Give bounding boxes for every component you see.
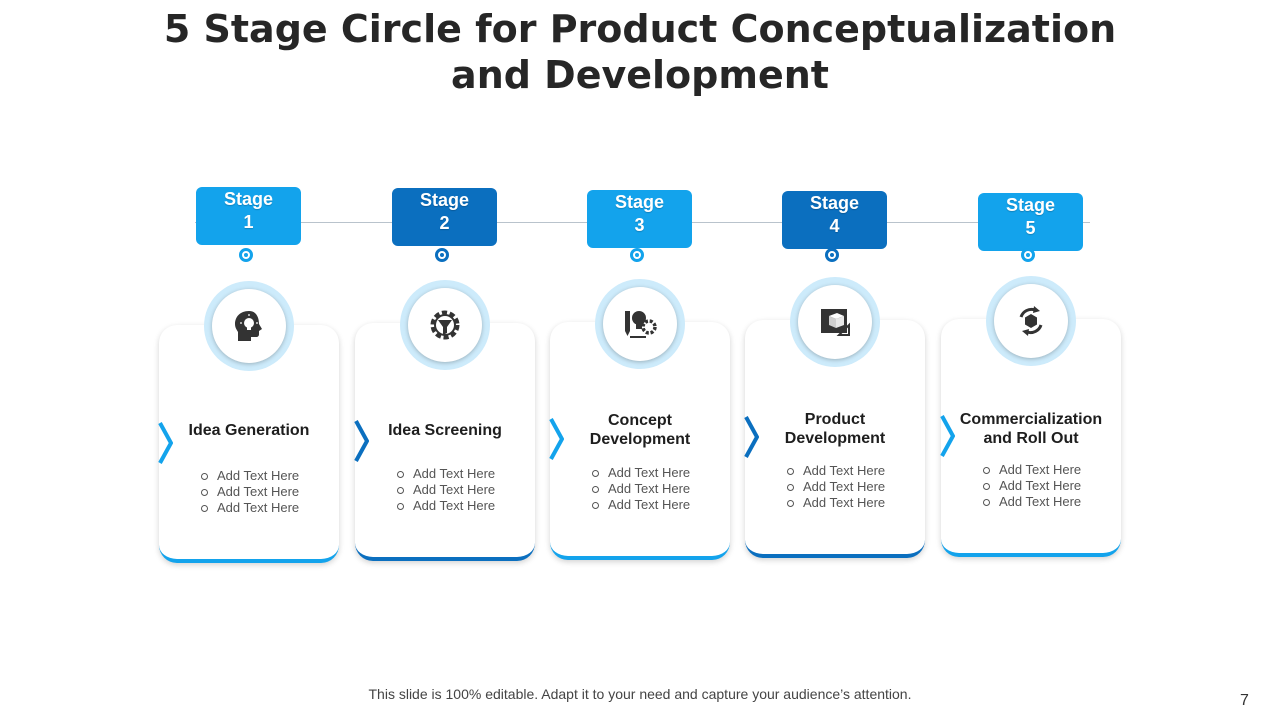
stage-bullet-list: Add Text Here Add Text Here Add Text Her…	[199, 468, 299, 516]
timeline-dot-center	[830, 253, 834, 257]
page-title: 5 Stage Circle for Product Conceptualiza…	[0, 6, 1280, 98]
list-item: Add Text Here	[199, 484, 299, 500]
stage-badge-word: Stage	[1005, 195, 1056, 215]
stage-1: Stage 1 Idea Generation Add Text Here Ad…	[158, 0, 349, 600]
timeline-dot	[1021, 248, 1035, 262]
stage-4: Stage 4 Product Development Add Text Her…	[744, 0, 935, 600]
stage-title-line-1: Idea Screening	[388, 422, 502, 439]
stage-badge-word: Stage	[614, 192, 665, 212]
timeline-dot-center	[635, 253, 639, 257]
chevron-right-icon	[744, 416, 759, 458]
chevron-right-icon	[940, 415, 955, 457]
page-number: 7	[1240, 692, 1249, 709]
stage-badge-word: Stage	[809, 193, 860, 213]
chevron-right-icon	[354, 420, 369, 462]
stage-title: Concept Development	[550, 411, 730, 449]
footer-note: This slide is 100% editable. Adapt it to…	[368, 686, 912, 702]
stage-bullet-list: Add Text Here Add Text Here Add Text Her…	[590, 465, 690, 513]
icon-ring	[595, 279, 685, 369]
head-bulb-icon	[235, 311, 262, 341]
list-item: Add Text Here	[395, 498, 495, 514]
stage-badge-number: 1	[243, 212, 254, 232]
stage-badge-number: 4	[829, 216, 840, 236]
stage-title: Product Development	[745, 410, 925, 448]
stage-card: Idea Screening Add Text Here Add Text He…	[354, 323, 535, 561]
list-item: Add Text Here	[981, 494, 1081, 510]
title-line-2: and Development	[451, 53, 829, 97]
list-item: Add Text Here	[785, 463, 885, 479]
list-item: Add Text Here	[199, 468, 299, 484]
list-item: Add Text Here	[785, 479, 885, 495]
icon-ring	[986, 276, 1076, 366]
stage-title-line-1: Commercialization	[959, 411, 1103, 428]
timeline-dot	[239, 248, 253, 262]
title-line-1: 5 Stage Circle for Product Conceptualiza…	[163, 7, 1117, 51]
pencil-bulb-gear-icon	[625, 311, 657, 338]
stage-badge: Stage 3	[587, 190, 692, 248]
stage-bullet-list: Add Text Here Add Text Here Add Text Her…	[981, 462, 1081, 510]
list-item: Add Text Here	[590, 481, 690, 497]
stage-title-line-1: Product	[804, 411, 866, 428]
stage-badge: Stage 5	[978, 193, 1083, 251]
cycle-hexagon-icon	[1019, 306, 1043, 336]
stage-title: Idea Generation	[159, 421, 339, 440]
list-item: Add Text Here	[785, 495, 885, 511]
blueprint-box-icon	[821, 309, 850, 336]
gear-funnel-icon	[430, 310, 460, 340]
stage-badge-number: 2	[439, 213, 450, 233]
timeline-dot	[825, 248, 839, 262]
stage-title: Commercialization and Roll Out	[941, 410, 1121, 448]
icon-ring	[790, 277, 880, 367]
icon-ring	[204, 281, 294, 371]
stage-badge-number: 5	[1025, 218, 1036, 238]
timeline-dot-center	[440, 253, 444, 257]
stage-title: Idea Screening	[355, 421, 535, 440]
chevron-right-icon	[549, 418, 564, 460]
timeline-dot	[630, 248, 644, 262]
list-item: Add Text Here	[199, 500, 299, 516]
stage-badge: Stage 4	[782, 191, 887, 249]
stage-3: Stage 3 Concept Development Add Text Her…	[549, 0, 740, 600]
list-item: Add Text Here	[981, 462, 1081, 478]
stage-badge: Stage 1	[196, 187, 301, 245]
list-item: Add Text Here	[395, 466, 495, 482]
timeline-dot-center	[244, 253, 248, 257]
list-item: Add Text Here	[590, 465, 690, 481]
stage-title-line-2: Development	[784, 430, 886, 447]
list-item: Add Text Here	[981, 478, 1081, 494]
stage-bullet-list: Add Text Here Add Text Here Add Text Her…	[395, 466, 495, 514]
stage-title-line-1: Idea Generation	[188, 422, 310, 439]
stage-badge-number: 3	[634, 215, 645, 235]
stage-2: Stage 2 Idea Screening Add Text Here Add…	[354, 0, 545, 600]
stage-bullet-list: Add Text Here Add Text Here Add Text Her…	[785, 463, 885, 511]
stage-badge-word: Stage	[419, 190, 470, 210]
stage-card: Idea Generation Add Text Here Add Text H…	[158, 325, 339, 563]
stage-title-line-2: and Roll Out	[983, 430, 1079, 447]
stage-badge-word: Stage	[223, 189, 274, 209]
timeline-dot-center	[1026, 253, 1030, 257]
icon-ring	[400, 280, 490, 370]
stage-5: Stage 5 Commercialization and Roll Out A…	[940, 0, 1131, 600]
chevron-right-icon	[158, 422, 173, 464]
list-item: Add Text Here	[395, 482, 495, 498]
stage-badge: Stage 2	[392, 188, 497, 246]
timeline-dot	[435, 248, 449, 262]
list-item: Add Text Here	[590, 497, 690, 513]
stage-title-line-2: Development	[589, 431, 691, 448]
stage-title-line-1: Concept	[608, 412, 672, 429]
